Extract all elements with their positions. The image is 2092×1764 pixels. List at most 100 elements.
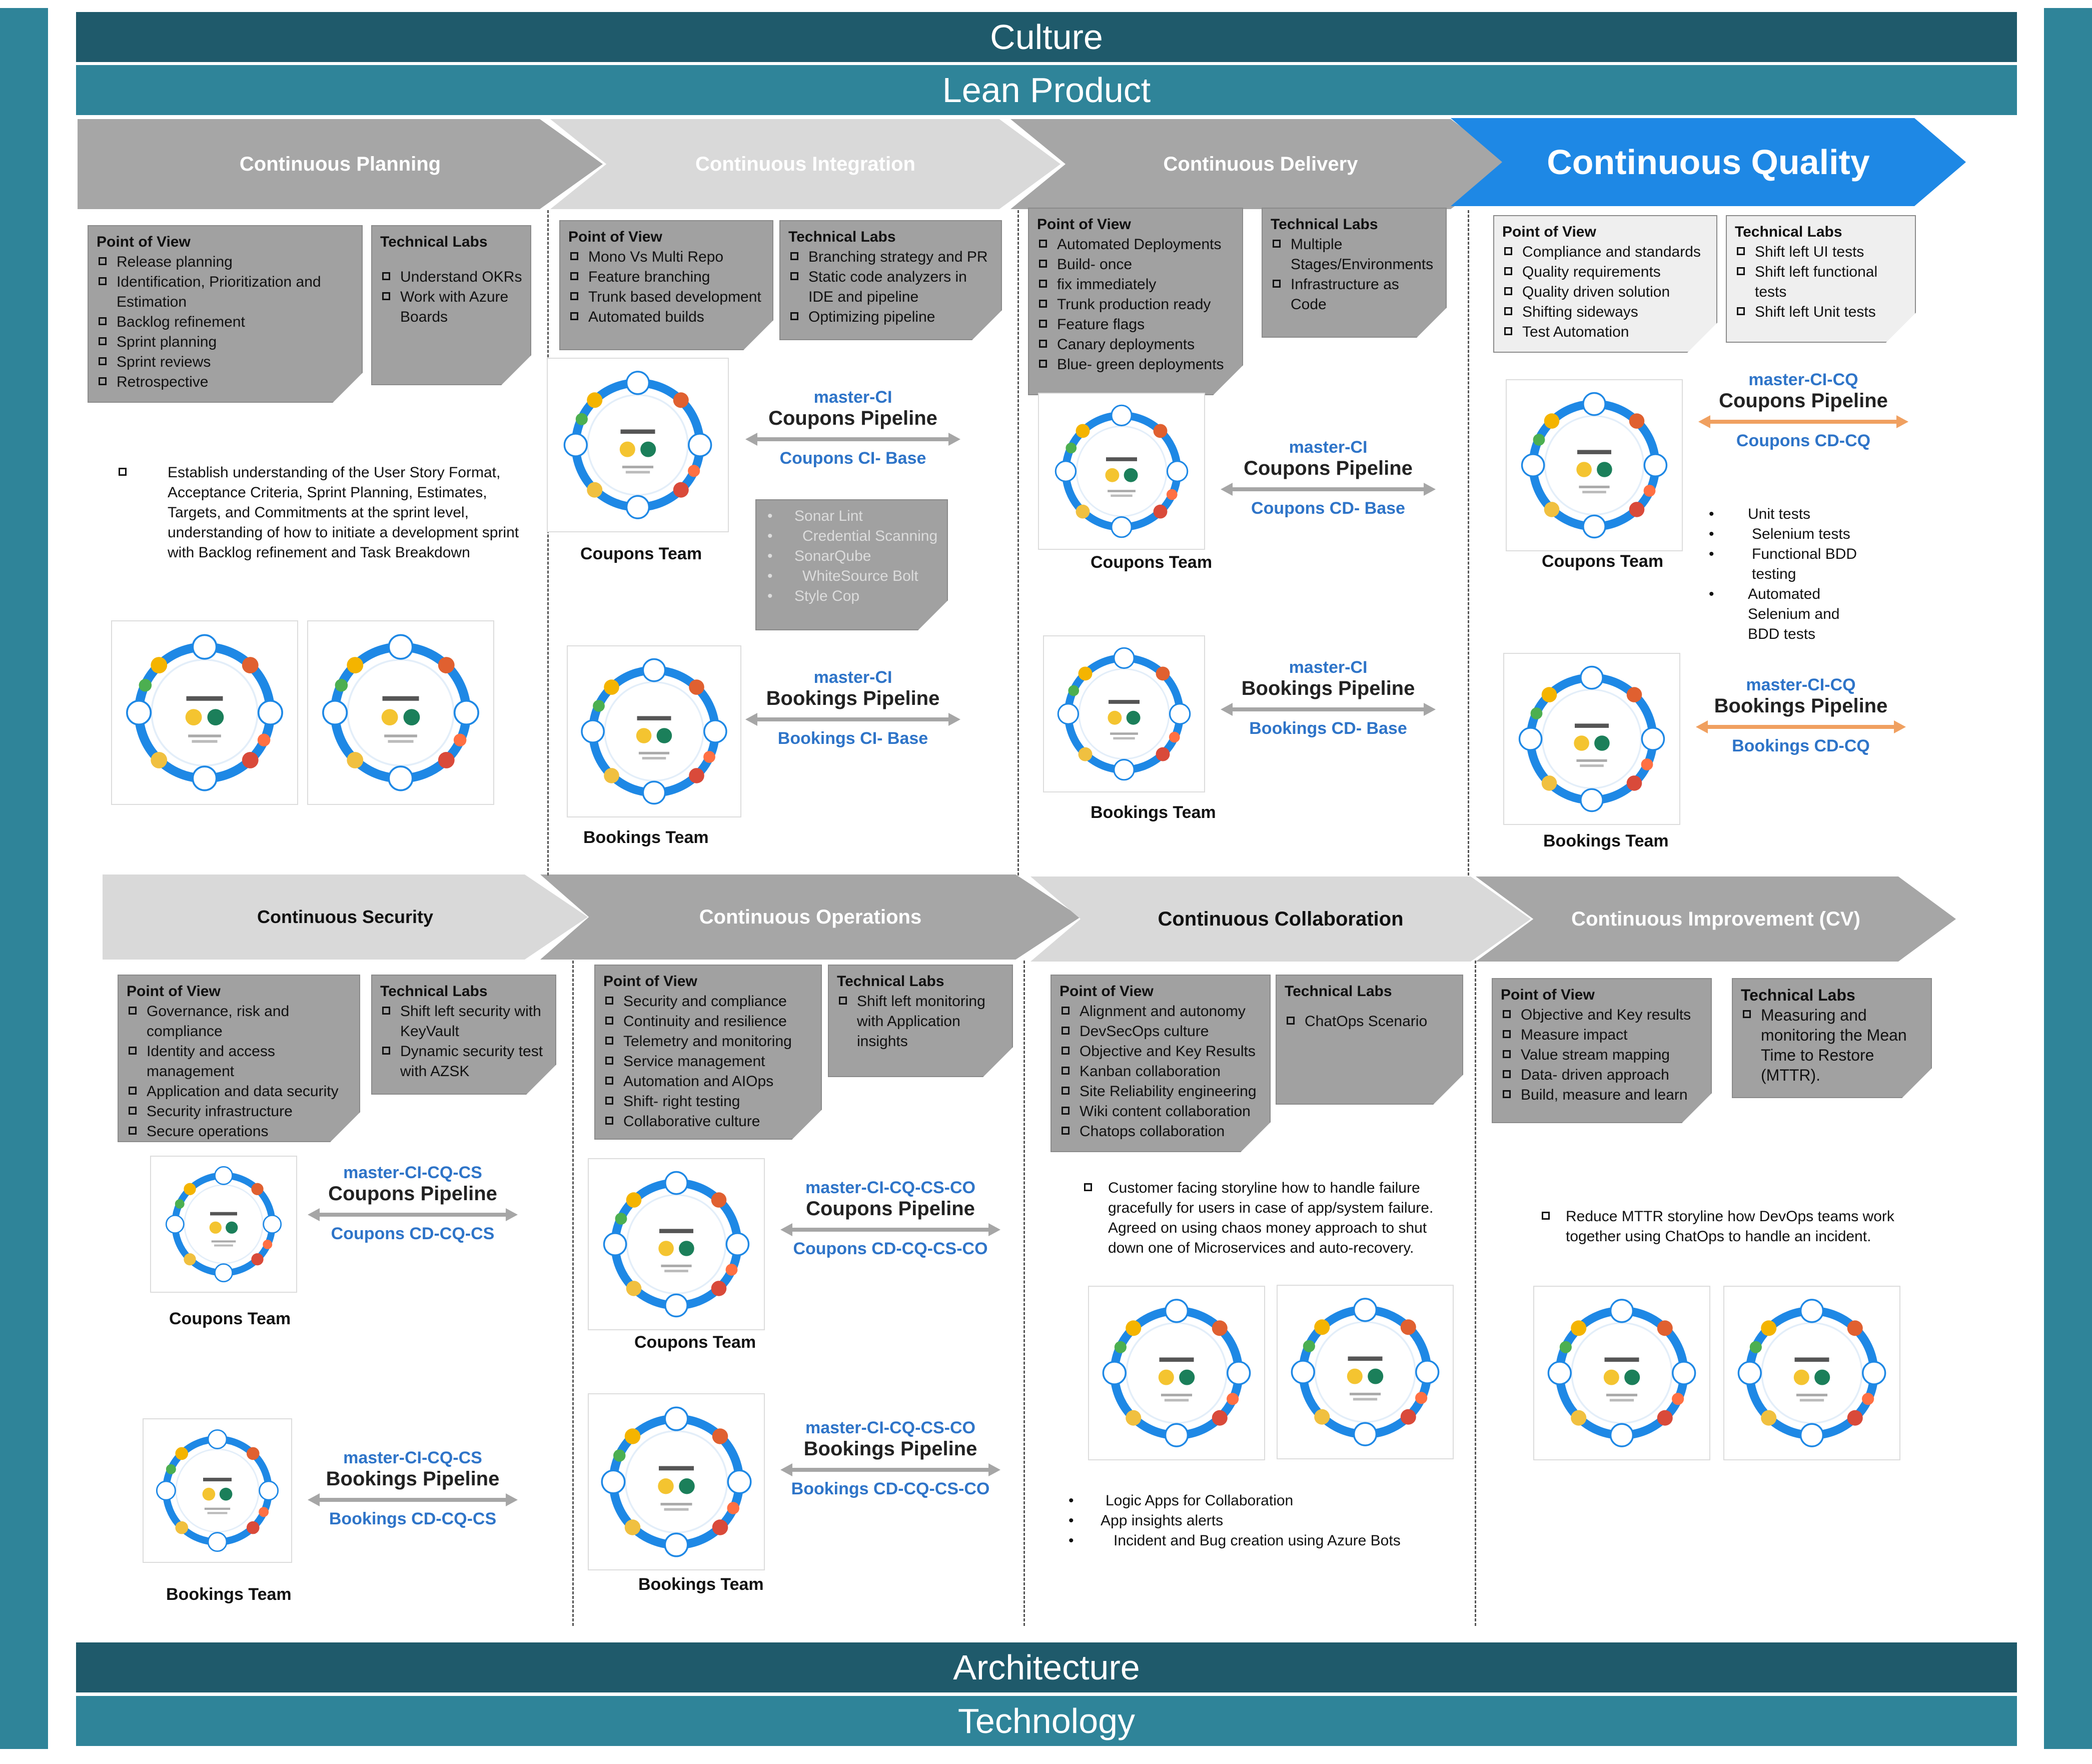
master-branch-label: master-CI-CQ [1746, 675, 1856, 694]
pov-item: Build, measure and learn [1501, 1085, 1703, 1105]
bookings-team-wheel [1043, 635, 1205, 792]
bookings-team-label: Bookings Team [1543, 831, 1669, 850]
continuous-improvement-title: Continuous Improvement (CV) [1571, 908, 1860, 930]
labs-item: Static code analyzers in IDE and pipelin… [788, 267, 993, 307]
improvement-pov-note: Point of View Objective and Key results … [1492, 978, 1712, 1123]
pipeline-label: Coupons Pipeline [328, 1183, 497, 1205]
coupons-team-wheel [1506, 379, 1683, 551]
bookings-team-label: Bookings Team [638, 1575, 764, 1594]
continuous-integration-title: Continuous Integration [695, 153, 915, 175]
continuous-quality-chevron: Continuous Quality [1451, 118, 1966, 206]
continuous-security-title: Continuous Security [257, 907, 434, 927]
pov-item: Measure impact [1501, 1025, 1703, 1045]
pov-item: Canary deployments [1037, 335, 1234, 355]
pov-item: Continuity and resilience [603, 1012, 813, 1032]
team-wheel-graphic [589, 1159, 764, 1329]
bidirectional-arrow [745, 713, 960, 726]
master-branch-label: master-CI [813, 388, 892, 407]
pov-item: Automated builds [568, 307, 764, 327]
pipeline-label: Bookings Pipeline [1241, 677, 1415, 699]
collaboration-bullet: App insights alerts [1066, 1511, 1466, 1531]
architecture-band: Architecture [76, 1642, 2017, 1692]
tool-item: SonarQube [764, 546, 939, 566]
pov-title: Point of View [1037, 216, 1131, 233]
operations-labs-note: Technical Labs Shift left monitoring wit… [828, 965, 1013, 1077]
continuous-collaboration-chevron: Continuous Collaboration [1030, 876, 1531, 962]
bookings-team-wheel [143, 1418, 292, 1563]
improvement-description-text: Reduce MTTR storyline how DevOps teams w… [1541, 1207, 1936, 1247]
team-wheel-graphic [1507, 380, 1682, 550]
labs-title: Technical Labs [837, 973, 944, 990]
collaboration-pov-note: Point of View Alignment and autonomy Dev… [1051, 975, 1271, 1152]
pipeline-label: Coupons Pipeline [1719, 390, 1888, 412]
divider [1023, 961, 1025, 1626]
pov-item: Governance, risk and compliance [127, 1002, 351, 1042]
bidirectional-arrow [308, 1208, 518, 1221]
pov-item: Compliance and standards [1502, 242, 1708, 262]
bidirectional-arrow [745, 433, 960, 446]
team-wheel-graphic [548, 359, 728, 531]
pov-item: Automation and AIOps [603, 1072, 813, 1092]
labs-item: Dynamic security test with AZSK [380, 1042, 547, 1082]
labs-title: Technical Labs [1285, 983, 1392, 1000]
pov-item: Quality requirements [1502, 262, 1708, 282]
team-wheel-graphic [1044, 636, 1204, 791]
labs-title: Technical Labs [380, 983, 488, 1000]
pov-item: Wiki content collaboration [1060, 1102, 1262, 1122]
pov-item: Alignment and autonomy [1060, 1002, 1262, 1022]
team-wheel [307, 620, 494, 805]
master-branch-label: master-CI-CQ-CS [343, 1163, 482, 1182]
test-item: Automated Selenium and BDD tests [1706, 584, 1871, 644]
coupons-pipeline: master-CI Coupons Pipeline Coupons CD- B… [1221, 438, 1436, 518]
labs-item: Shift left Unit tests [1735, 302, 1907, 322]
labs-title: Technical Labs [1735, 224, 1842, 240]
continuous-operations-title: Continuous Operations [699, 906, 922, 928]
labs-item: Measuring and monitoring the Mean Time t… [1741, 1005, 1923, 1085]
lean-product-band: Lean Product [76, 65, 2017, 115]
continuous-collaboration-title: Continuous Collaboration [1158, 908, 1404, 930]
quality-pov-note: Point of View Compliance and standards Q… [1493, 215, 1717, 353]
pov-item: Automated Deployments [1037, 235, 1234, 255]
pov-item: Backlog refinement [97, 312, 354, 332]
quality-labs-note: Technical Labs Shift left UI tests Shift… [1726, 215, 1916, 343]
right-side-bar [2044, 8, 2092, 1749]
pov-item: Sprint planning [97, 332, 354, 352]
technology-label: Technology [957, 1701, 1136, 1740]
team-wheel [1533, 1286, 1710, 1460]
pov-item: Security infrastructure [127, 1102, 351, 1122]
team-wheel-graphic [1724, 1287, 1899, 1459]
labs-item: Shift left UI tests [1735, 242, 1907, 262]
team-wheel-graphic [1534, 1287, 1709, 1459]
team-wheel [1277, 1285, 1454, 1459]
coupons-pipeline: master-CI-CQ-CS-CO Coupons Pipeline Coup… [780, 1178, 1000, 1259]
labs-item: Branching strategy and PR [788, 247, 993, 267]
pov-item: Shift- right testing [603, 1092, 813, 1112]
test-item: Selenium tests [1706, 524, 1871, 544]
divider [1475, 961, 1476, 1626]
pipeline-label: Bookings Pipeline [1714, 695, 1888, 717]
bookings-team-label: Bookings Team [1091, 803, 1216, 822]
coupons-team-label: Coupons Team [634, 1333, 756, 1352]
collaboration-bullet: Incident and Bug creation using Azure Bo… [1066, 1531, 1466, 1551]
test-item: Functional BDD testing [1706, 544, 1871, 584]
coupons-team-wheel [588, 1158, 765, 1330]
pov-title: Point of View [568, 229, 662, 245]
test-item: Unit tests [1706, 504, 1871, 524]
labs-title: Technical Labs [1271, 216, 1378, 233]
pov-title: Point of View [1501, 987, 1595, 1003]
tool-item: Style Cop [764, 586, 939, 606]
bookings-team-wheel [567, 645, 741, 817]
base-branch-label: Bookings CD-CQ [1732, 736, 1870, 755]
bidirectional-arrow [1221, 483, 1436, 496]
operations-pov-note: Point of View Security and compliance Co… [594, 965, 822, 1140]
labs-title: Technical Labs [380, 234, 488, 250]
team-wheel-graphic [568, 646, 740, 816]
lean-product-label: Lean Product [942, 71, 1151, 110]
pov-item: Identification, Prioritization and Estim… [97, 272, 354, 312]
pov-item: Retrospective [97, 372, 354, 392]
base-branch-label: Coupons CD-CQ-CS [331, 1224, 495, 1243]
tool-item: Credential Scanning [764, 526, 939, 546]
divider [547, 210, 549, 875]
divider [1017, 210, 1019, 875]
labs-item: Shift left security with KeyVault [380, 1002, 547, 1042]
